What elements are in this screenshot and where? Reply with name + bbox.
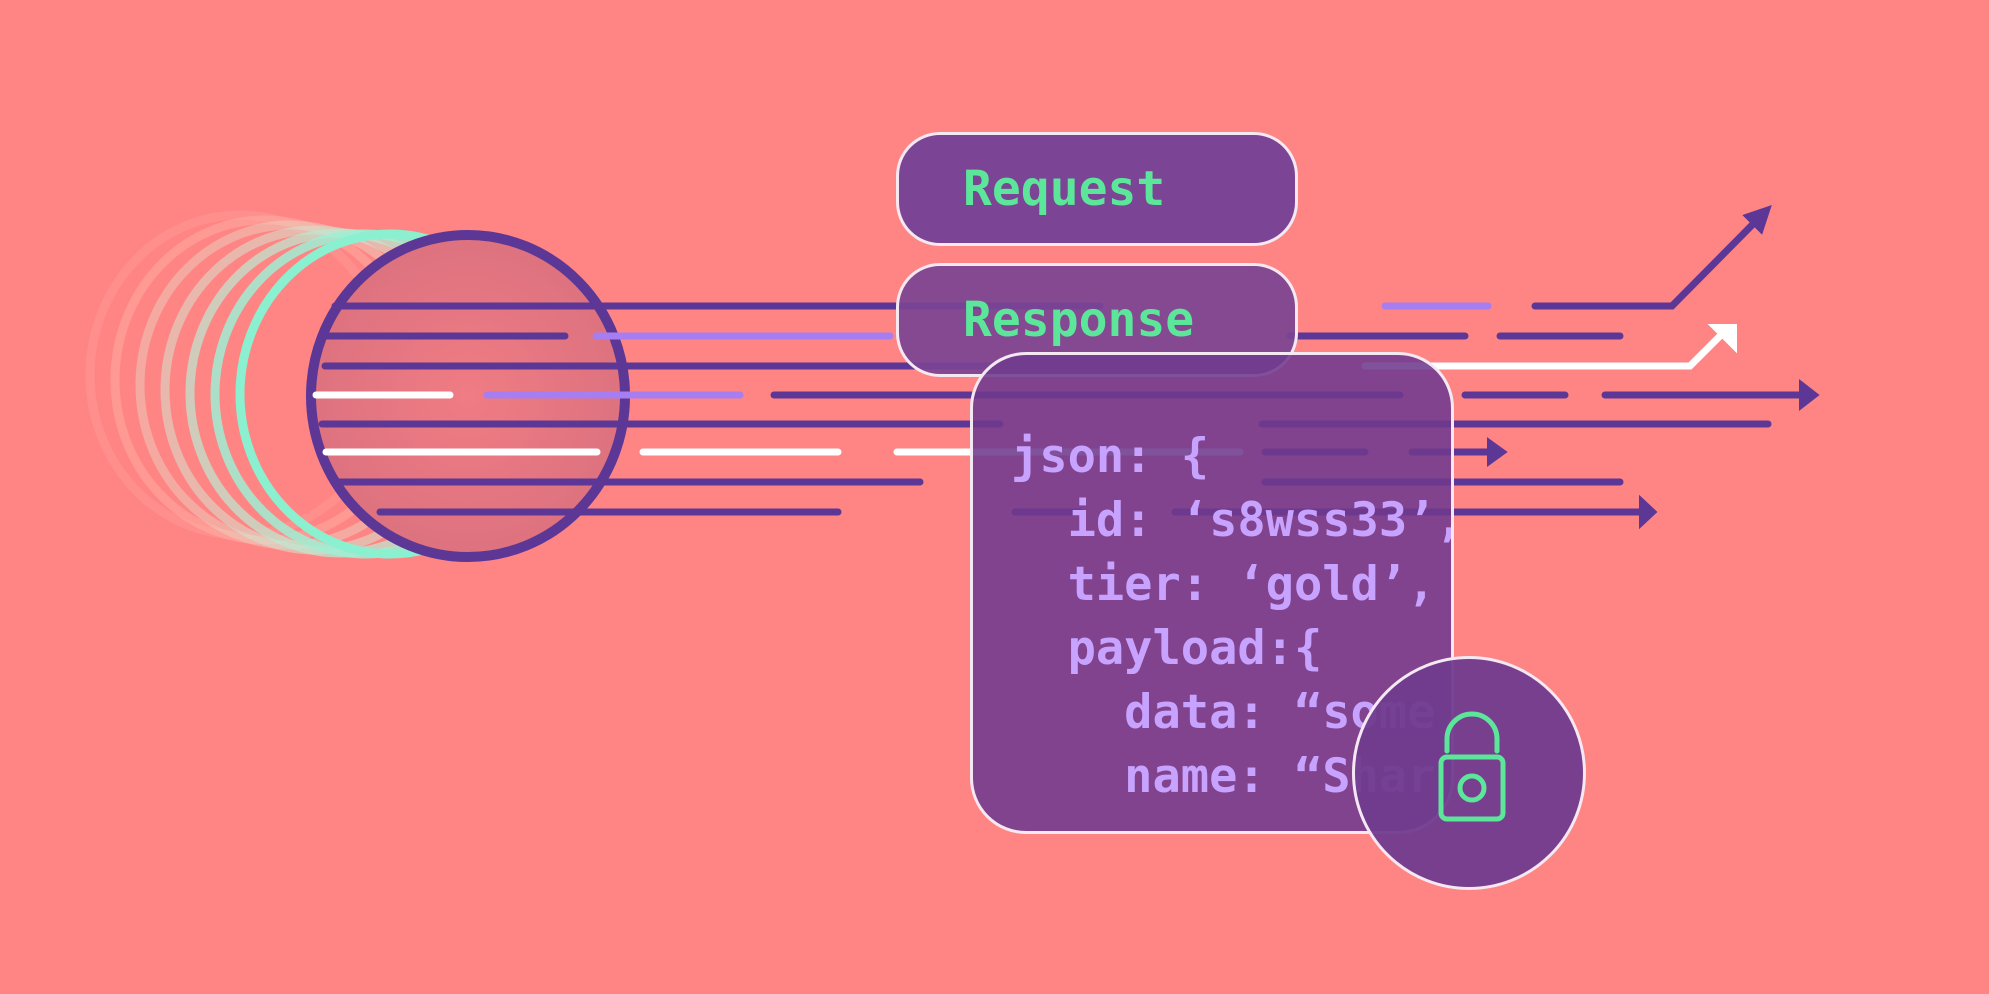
lock-badge [1352, 656, 1586, 890]
unlocked-padlock-icon [1438, 711, 1506, 822]
request-button[interactable]: Request [896, 132, 1298, 246]
